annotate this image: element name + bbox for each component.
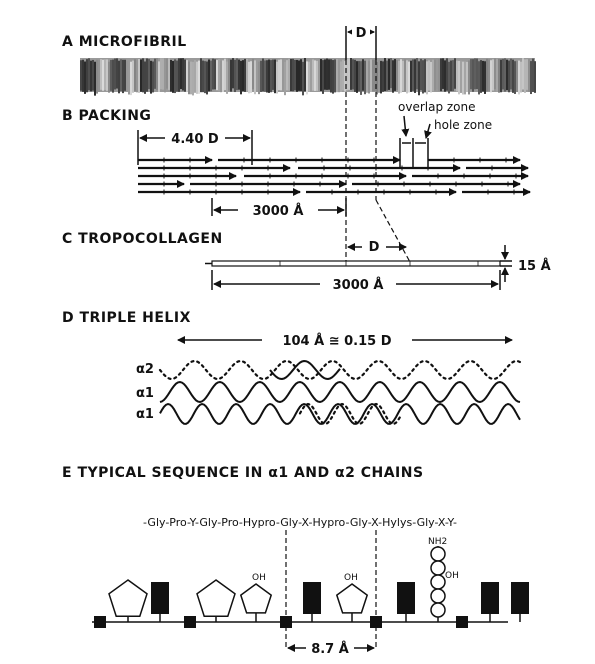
glycine-node — [370, 616, 382, 628]
tropocollagen-d-dimension: D — [347, 240, 407, 255]
hydroxylysine-unit — [430, 588, 446, 604]
overlap-pointer — [401, 115, 410, 137]
period-d-label: D — [356, 26, 367, 41]
hydroxyl-label-3: OH — [445, 571, 459, 581]
tropocollagen-rod — [205, 260, 501, 267]
side-chain-block — [511, 582, 529, 614]
overlap-zone-label: overlap zone — [398, 100, 476, 114]
section-a-header: A MICROFIBRIL — [62, 34, 187, 50]
dimension-3000-b: 3000 Å — [211, 198, 347, 219]
dimension-3000-c-label: 3000 Å — [333, 277, 384, 293]
packing-molecule-rows — [138, 156, 531, 196]
glycine-node — [456, 616, 468, 628]
section-b-header: B PACKING — [62, 108, 151, 124]
hydroxylysine-unit — [430, 560, 446, 576]
section-e-header: E TYPICAL SEQUENCE IN α1 AND α2 CHAINS — [62, 465, 424, 481]
guide-line-slant — [375, 199, 411, 263]
side-chain-block — [151, 582, 169, 614]
dimension-3000-c: 3000 Å — [211, 270, 501, 293]
chain-alpha1-top-label: α1 — [136, 386, 154, 401]
hydroxyl-label-2: OH — [344, 573, 358, 583]
helix-span-dimension: 104 Å ≅ 0.15 D — [177, 333, 513, 349]
amino-acid-sequence: -Gly-Pro-Y-Gly-Pro-Hypro-Gly-X-Hypro-Gly… — [143, 516, 457, 529]
proline-ring — [239, 583, 273, 614]
helix-span-label: 104 Å ≅ 0.15 D — [282, 333, 391, 349]
glycine-node — [280, 616, 292, 628]
side-chain-schematic — [94, 546, 529, 628]
proline-ring — [196, 579, 236, 617]
hole-zone-label: hole zone — [434, 118, 492, 132]
side-chain-block — [303, 582, 321, 614]
amine-label: NH2 — [428, 537, 447, 547]
period-d-marker: D — [345, 24, 377, 60]
zone-brackets — [399, 138, 429, 168]
glycine-node — [184, 616, 196, 628]
spacing-8-7-dimension: 8.7 Å — [287, 641, 375, 657]
chain-alpha1-bottom-label: α1 — [136, 407, 154, 422]
tropocollagen-d-label: D — [369, 240, 380, 255]
section-d-header: D TRIPLE HELIX — [62, 310, 191, 326]
chain-alpha2-label: α2 — [136, 362, 154, 377]
hydroxylysine-unit — [430, 574, 446, 590]
glycine-node — [94, 616, 106, 628]
triple-helix-chains — [158, 359, 522, 426]
hydroxyl-label-1: OH — [252, 573, 266, 583]
width-15-dimension: 15 Å — [500, 245, 551, 282]
hole-pointer — [424, 123, 432, 139]
section-c-header: C TROPOCOLLAGEN — [62, 231, 223, 247]
microfibril-band — [80, 58, 536, 96]
hydroxylysine-unit — [430, 602, 446, 618]
proline-ring — [335, 583, 369, 614]
hydroxylysine-unit — [430, 546, 446, 562]
sequence-text: -Gly-Pro-Y-Gly-Pro-Hypro-Gly-X-Hypro-Gly… — [143, 516, 457, 529]
side-chain-block — [397, 582, 415, 614]
spacing-8-7-label: 8.7 Å — [311, 641, 349, 657]
dimension-4-40d-label: 4.40 D — [171, 132, 219, 147]
width-15-label: 15 Å — [518, 258, 551, 274]
proline-ring — [108, 579, 148, 617]
dimension-3000-b-label: 3000 Å — [253, 203, 304, 219]
side-chain-block — [481, 582, 499, 614]
